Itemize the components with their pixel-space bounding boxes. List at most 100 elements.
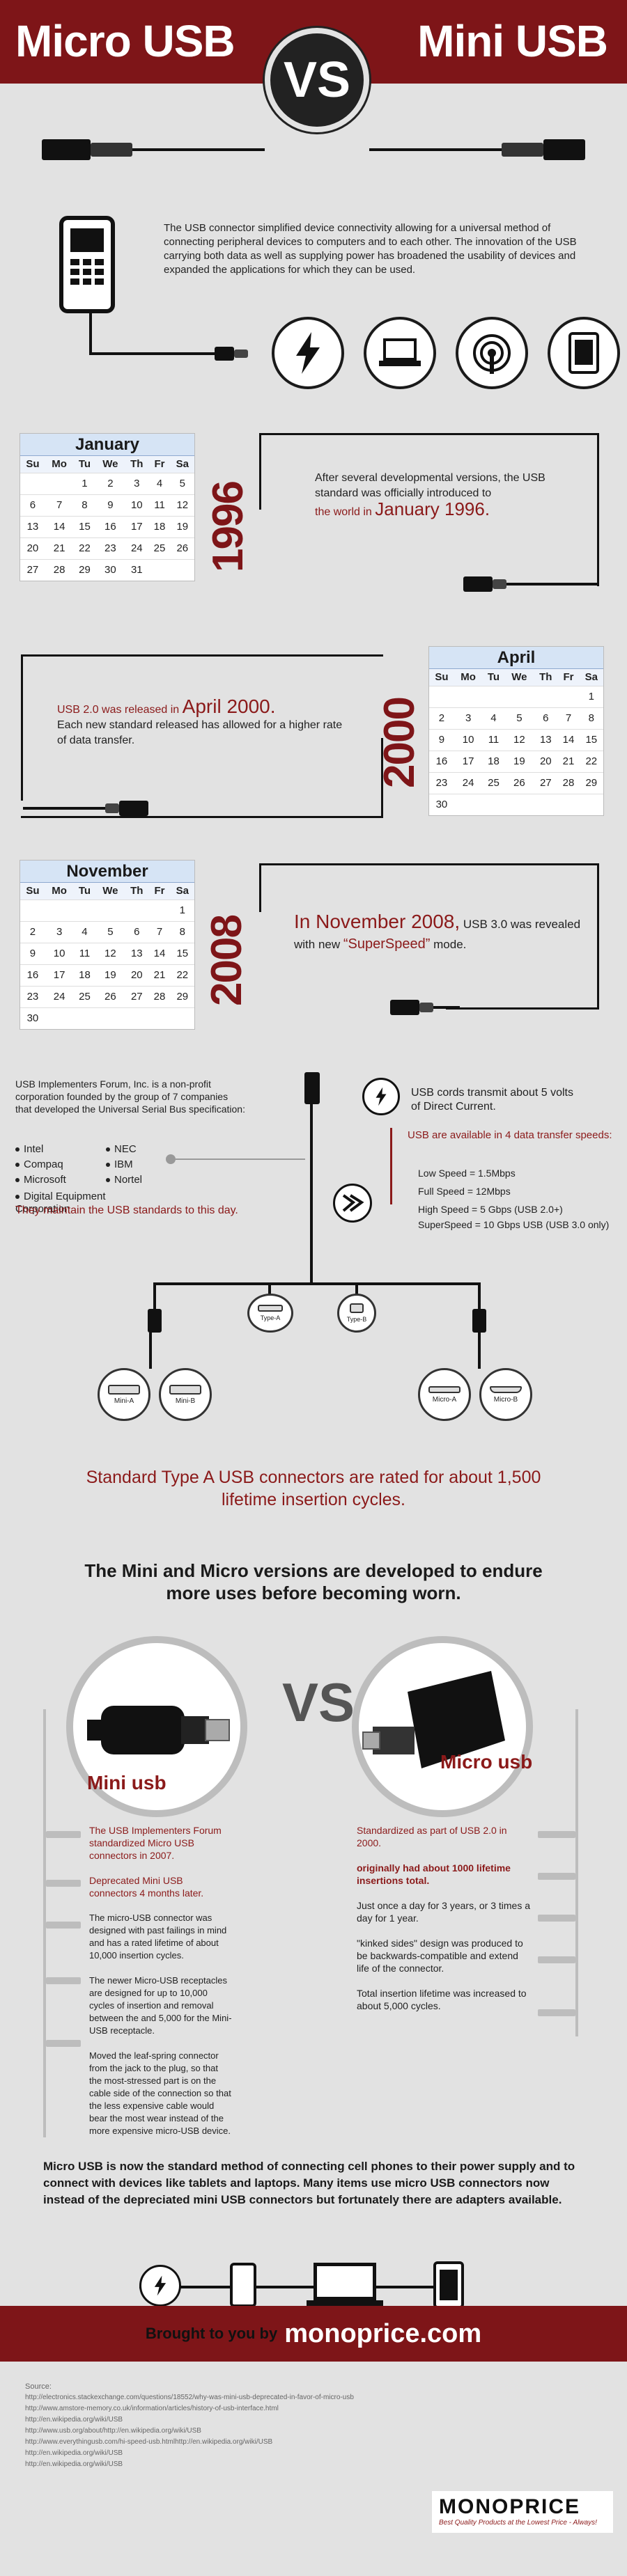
mini-rail-ticks — [46, 1831, 88, 2130]
timeline-frame-1996-right — [597, 433, 599, 586]
calendar-day: 10 — [454, 728, 483, 751]
speed-item: SuperSpeed = 10 Gbps USB (USB 3.0 only) — [418, 1219, 610, 1230]
calendar-day-header: Fr — [148, 456, 171, 473]
text-1996: After several developmental versions, th… — [315, 471, 566, 520]
calendar-day: 8 — [579, 707, 603, 729]
calendar-day: 12 — [95, 942, 125, 964]
calendar-day — [20, 899, 45, 921]
calendar-day — [454, 793, 483, 815]
calendar-day: 29 — [73, 558, 96, 581]
timeline-frame-2000-bottom — [21, 816, 383, 818]
calendar-day — [20, 472, 45, 494]
calendar-day: 6 — [534, 707, 558, 729]
bottom-cable — [139, 2286, 453, 2288]
mini-point: Moved the leaf-spring connector from the… — [89, 2050, 231, 2136]
calendar-day: 25 — [482, 771, 505, 794]
calendar-month: November — [20, 861, 194, 883]
text-2000-highlight: April 2000. — [182, 696, 276, 717]
calendar-day: 16 — [95, 515, 125, 537]
calendar-day: 3 — [125, 472, 149, 494]
calendar-day: 25 — [73, 985, 96, 1007]
companies-left: Intel Compaq Microsoft Digital Equipment… — [15, 1142, 120, 1216]
speeds-list: Low Speed = 1.5Mbps Full Speed = 12Mbps … — [418, 1164, 620, 1231]
cable-branch — [153, 1282, 481, 1285]
source-link[interactable]: http://en.wikipedia.org/wiki/USB — [25, 2449, 123, 2457]
calendar-day: 2 — [429, 707, 454, 729]
calendar-day-header: Sa — [170, 883, 194, 900]
company-item: IBM — [106, 1157, 176, 1172]
text-1996-body: After several developmental versions, th… — [315, 472, 545, 499]
calendar-day: 11 — [73, 942, 96, 964]
text-1996-prefix: the world in — [315, 506, 372, 518]
calendar-day: 1 — [73, 472, 96, 494]
calendar-day: 9 — [429, 728, 454, 751]
calendar-day: 12 — [170, 494, 194, 516]
calendar-day — [95, 899, 125, 921]
cable-branch-right — [478, 1282, 481, 1310]
source-link[interactable]: http://www.amstore-memory.co.uk/informat… — [25, 2405, 279, 2412]
mini-point: The micro-USB connector was designed wit… — [89, 1913, 227, 1961]
calendar-day: 20 — [125, 964, 149, 986]
micro-rail-ticks — [538, 1831, 580, 2040]
timeline-cable-2008 — [390, 998, 460, 1019]
calendar-day: 5 — [95, 920, 125, 943]
mini-usb-circle — [66, 1636, 247, 1817]
calendar-day: 19 — [95, 964, 125, 986]
timeline-frame-2008-bottom — [446, 1007, 599, 1010]
micro-point: Just once a day for 3 years, or 3 times … — [357, 1900, 531, 1924]
cable-right-plug — [472, 1309, 486, 1333]
calendar-day: 12 — [504, 728, 534, 751]
source-link[interactable]: http://www.everythingusb.com/hi-speed-us… — [25, 2438, 273, 2446]
calendar-day: 25 — [148, 537, 171, 559]
mini-point: Deprecated Mini USB connectors 4 months … — [89, 1875, 204, 1899]
company-item: NEC — [106, 1142, 176, 1157]
source-link[interactable]: http://en.wikipedia.org/wiki/USB — [25, 2460, 123, 2468]
lightning-icon — [272, 317, 344, 389]
calendar-day-header: Th — [534, 669, 558, 686]
calendar-day — [45, 472, 74, 494]
calendar-day — [482, 793, 505, 815]
footer-banner: Brought to you by monoprice.com — [0, 2306, 627, 2362]
calendar-day: 2 — [95, 472, 125, 494]
text-2000-prefix: USB 2.0 was released in — [57, 704, 180, 716]
calendar-week: 30 — [20, 1007, 194, 1029]
speed-item: High Speed = 5 Gbps (USB 2.0+) — [418, 1204, 563, 1215]
calendar-day: 26 — [170, 537, 194, 559]
timeline-frame-1996-edge — [259, 433, 261, 510]
source-link[interactable]: http://electronics.stackexchange.com/que… — [25, 2394, 354, 2401]
calendar-day-header: Th — [125, 456, 149, 473]
speeds-bracket — [390, 1128, 392, 1204]
calendar-day: 21 — [148, 964, 171, 986]
type-a-connector: Type-A — [247, 1294, 293, 1333]
text-2008: In November 2008, USB 3.0 was revealed w… — [294, 912, 587, 955]
tablet-icon — [548, 317, 620, 389]
calendar-day: 5 — [170, 472, 194, 494]
calendar-day-header: Sa — [579, 669, 603, 686]
bottom-lightning-icon — [139, 2265, 181, 2307]
calendar-day — [73, 899, 96, 921]
mini-usb-label: Mini usb — [87, 1772, 167, 1793]
calendar-day — [73, 1007, 96, 1029]
cable-micro-link — [478, 1333, 481, 1369]
calendar-day-header: Fr — [148, 883, 171, 900]
rated-text: Standard Type A USB connectors are rated… — [86, 1468, 541, 1509]
mini-points: The USB Implementers Forum standardized … — [89, 1824, 232, 2137]
calendar-day-header: Sa — [170, 456, 194, 473]
calendar-day — [148, 1007, 171, 1029]
source-link[interactable]: http://www.usb.org/about/http://en.wikip… — [25, 2427, 201, 2435]
brand-site[interactable]: monoprice.com — [284, 2318, 482, 2348]
calendar-day: 8 — [73, 494, 96, 516]
calendar-day — [504, 685, 534, 707]
calendar-day: 4 — [73, 920, 96, 943]
source-link[interactable]: http://en.wikipedia.org/wiki/USB — [25, 2416, 123, 2424]
calendar-day — [579, 793, 603, 815]
company-item: Compaq — [15, 1157, 120, 1172]
calendar-day-header: Su — [20, 883, 45, 900]
calendar-day: 17 — [125, 515, 149, 537]
calendar-day: 28 — [148, 985, 171, 1007]
